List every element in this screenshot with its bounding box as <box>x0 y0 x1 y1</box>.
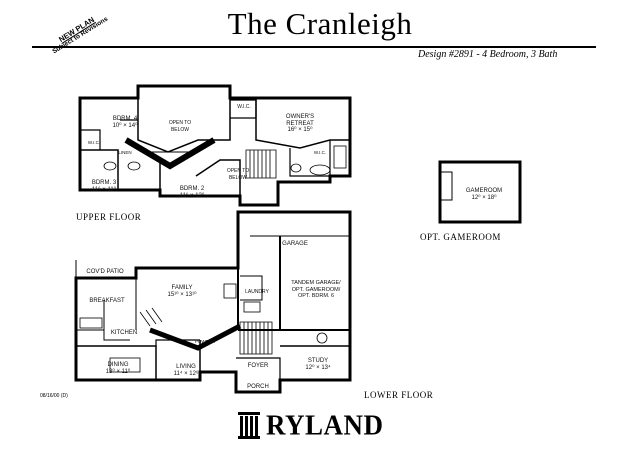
opt-gameroom-caption: OPT. GAMEROOM <box>420 232 501 242</box>
linen-label: LINEN <box>118 150 132 155</box>
bdrm3-label: BDRM. 3 11⁶ × 11⁰ <box>91 180 117 193</box>
gameroom-label: GAMEROOM 12⁰ × 18⁰ <box>465 188 503 201</box>
wic-owner-label: W.I.C. <box>313 150 327 155</box>
owners-retreat-label: OWNER'S RETREAT 16⁰ × 15⁰ <box>285 114 315 133</box>
plan-date: 08/16/00 (D) <box>40 393 68 399</box>
upper-floor-walls <box>78 84 352 207</box>
covd-patio-label: COV'D PATIO <box>86 269 124 275</box>
title-rule <box>32 46 596 48</box>
open-to-below-label-1: OPEN TO BELOW <box>168 120 192 133</box>
dining-label: DINING 13⁰ × 11⁰ <box>105 362 131 375</box>
study-label: STUDY 12⁰ × 13⁴ <box>305 358 331 371</box>
breakfast-label: BREAKFAST <box>89 298 125 304</box>
wic-left-label: W.I.C. <box>87 140 101 145</box>
porch-label: PORCH <box>247 384 269 390</box>
powder-label: POWDER <box>194 339 216 344</box>
ryland-logo-mark <box>238 412 260 439</box>
kitchen-label: KITCHEN <box>110 330 138 336</box>
bdrm4-label: BDRM. 4 10⁰ × 14⁰ <box>112 116 138 129</box>
living-label: LIVING 11⁴ × 12⁶ <box>173 364 199 377</box>
plan-title: The Cranleigh <box>227 6 413 41</box>
foyer-label: FOYER <box>247 363 269 369</box>
family-label: FAMILY 15¹⁰ × 13¹⁰ <box>167 285 197 298</box>
bdrm2-label: BDRM. 2 11⁶ × 12⁰ <box>179 186 205 199</box>
opt-gameroom-walls <box>438 160 522 224</box>
garage-label: GARAGE <box>282 241 308 247</box>
design-info: Design #2891 - 4 Bedroom, 3 Bath <box>418 49 558 60</box>
tandem-garage-label: TANDEM GARAGE/ OPT. GAMEROOM/ OPT. BDRM.… <box>291 280 341 299</box>
laundry-label: LAUNDRY <box>245 289 269 295</box>
lower-floor-caption: LOWER FLOOR <box>364 390 434 400</box>
open-to-below-label-2: OPEN TO BELOW <box>226 168 250 181</box>
lower-floor-walls <box>74 210 352 394</box>
ryland-logo-text: RYLAND <box>266 409 384 441</box>
wic-upper-label: W.I.C. <box>237 104 251 110</box>
upper-floor-caption: UPPER FLOOR <box>76 212 142 222</box>
